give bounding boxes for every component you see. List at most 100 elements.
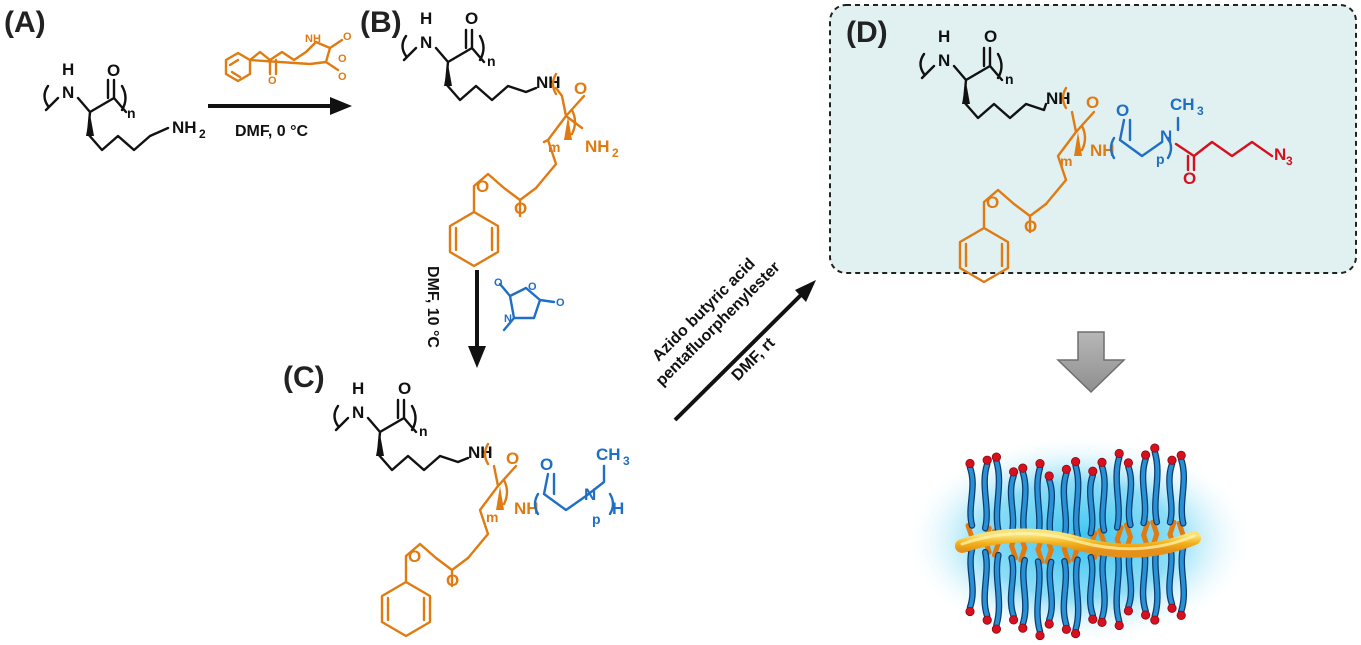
azide-end [1123, 606, 1134, 616]
backbone-bonds [43, 78, 170, 152]
azide-end [1167, 603, 1177, 613]
subscript-3: 3 [1286, 154, 1293, 168]
azide-end [1061, 624, 1072, 634]
azide-end [1088, 466, 1098, 476]
atom-o: O [408, 547, 421, 566]
glu-segment [1061, 546, 1071, 564]
repeat-p: p [1156, 151, 1165, 167]
azide-end [1008, 467, 1019, 477]
atom-o: O [986, 193, 999, 212]
sar-chain [1009, 473, 1016, 536]
azide-end [1044, 471, 1054, 481]
azide-end [965, 458, 975, 469]
amine-nh2: NH [585, 137, 610, 156]
micelle-illustration [903, 434, 1255, 645]
azide-end [1018, 623, 1028, 633]
sar-chain [1152, 450, 1160, 525]
atom-nh: NH [305, 33, 321, 45]
condition-step3: Azido butyric acid pentafluorphenylester… [649, 255, 783, 389]
azide-end [1167, 455, 1177, 465]
azide-end [1097, 617, 1107, 627]
sar-chain [1088, 473, 1095, 536]
atom-o: O [514, 199, 527, 218]
panel-label-a: (A) [4, 6, 46, 39]
sar-chain [1020, 558, 1028, 627]
sar-chain [994, 553, 1001, 628]
sar-chain [1088, 555, 1095, 618]
atom-o: O [107, 61, 120, 80]
azide-end [1123, 458, 1134, 468]
atom-o: O [506, 449, 519, 468]
azide-end [1097, 457, 1107, 467]
azide-end [1150, 443, 1160, 453]
atom-o: O [338, 71, 347, 83]
azide-end [965, 606, 975, 617]
atom-o: O [1086, 93, 1099, 112]
repeat-m: m [486, 509, 498, 525]
sar-chain [1073, 557, 1081, 632]
sar-chain [1179, 457, 1186, 526]
assembly-arrow [1056, 331, 1126, 394]
atom-o: O [476, 177, 489, 196]
glu-segment [1035, 547, 1045, 565]
sar-chain [1100, 552, 1107, 621]
atom-o: O [338, 53, 347, 65]
arrow-b-to-c [468, 270, 486, 368]
atom-h: H [62, 60, 74, 79]
repeat-n: n [419, 423, 428, 439]
azide-end [982, 455, 992, 465]
structure-d: H N O n NH O m NH O O O N CH 3 p O N 3 [919, 27, 1293, 284]
atom-n: N [584, 485, 596, 504]
repeat-n: n [487, 53, 496, 69]
panel-d-box [829, 4, 1357, 274]
azide-end [1008, 615, 1019, 625]
methyl-ch3: CH [1170, 95, 1195, 114]
repeat-n: n [1005, 71, 1014, 87]
atom-n: N [938, 51, 950, 70]
sar-chain [1114, 549, 1122, 624]
sar-chain [1061, 471, 1069, 540]
subscript-3: 3 [623, 454, 630, 468]
sar-nca-monomer: O O O N [494, 277, 565, 332]
atom-o: O [528, 281, 537, 293]
azide-end [1018, 463, 1028, 473]
azide-end [1044, 619, 1054, 629]
sar-chain [1141, 457, 1148, 526]
sar-chain [994, 459, 1001, 534]
azide-end [991, 452, 1002, 462]
atom-n: N [1160, 127, 1172, 146]
atom-nh: NH [468, 443, 493, 462]
azide-end [1176, 450, 1186, 461]
azide-end [1061, 464, 1072, 474]
repeat-m: m [1060, 153, 1072, 169]
atom-o: O [268, 75, 277, 87]
azide-end [1035, 458, 1045, 469]
sar-chain [1114, 455, 1122, 530]
sar-chain [1047, 477, 1054, 540]
azide-end [1150, 615, 1160, 625]
atom-o: O [1116, 101, 1129, 120]
atom-o: O [446, 571, 459, 590]
sar-chain [1073, 463, 1081, 538]
glu-segment [991, 540, 1001, 558]
atom-nh: NH [514, 499, 539, 518]
atom-o: O [540, 455, 553, 474]
panel-label-c: (C) [283, 361, 325, 394]
sar-chain [968, 547, 975, 610]
azide-end [1141, 610, 1151, 620]
atom-n: N [62, 83, 74, 102]
sar-chain [1179, 545, 1186, 614]
wedge-bond [86, 114, 94, 136]
azide-end [1071, 457, 1081, 467]
repeat-m: m [548, 139, 560, 155]
sar-chain [1152, 544, 1160, 619]
atom-h: H [938, 27, 950, 46]
arrow-c-to-d [673, 280, 816, 422]
azide-end [1071, 629, 1081, 639]
polylysine-core [955, 528, 1201, 558]
sar-chain [1061, 559, 1069, 628]
azide-end [1035, 630, 1045, 641]
structure-c: H N O n NH O m NH O O O N CH 3 p H [333, 379, 630, 638]
atom-nh: NH [1090, 141, 1115, 160]
